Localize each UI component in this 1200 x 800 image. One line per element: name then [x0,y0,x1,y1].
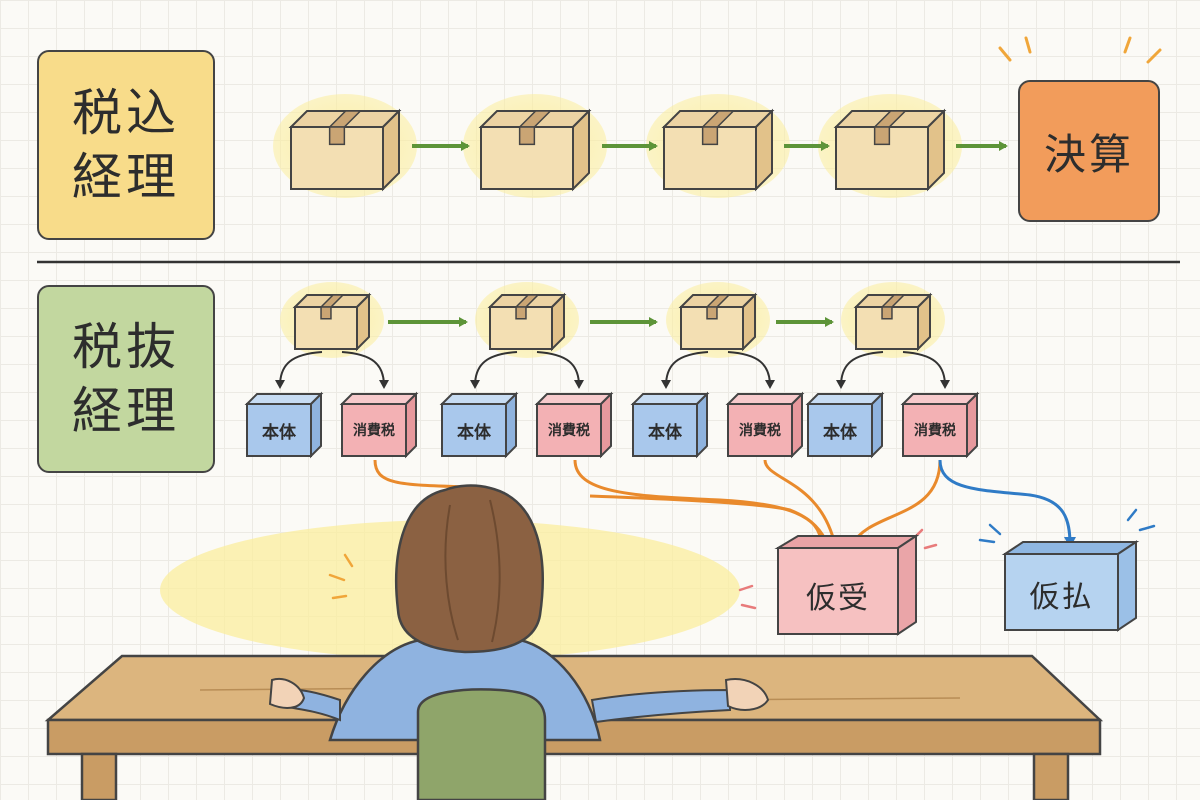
split-arrow [661,351,709,389]
person-at-desk [268,484,770,800]
tax-included-label: 税込 経理 [37,50,215,240]
consumption-tax-box [725,391,805,459]
bin-paid [1001,540,1140,632]
settlement-label: 決算 [1043,129,1134,179]
tax-included-flow [273,94,1008,198]
principal-box [805,391,885,459]
cardboard-box-icon [833,108,947,192]
tax-included-label-line2: 経理 [72,148,180,206]
consumption-tax-box [339,391,419,459]
split-arrow [341,351,389,389]
blue-flow-arrow [938,459,1076,548]
sparkle-icon [328,553,354,600]
tax-excluded-label-line1: 税抜 [72,318,180,376]
sparkle-icon [978,508,1156,544]
bin-received [774,534,920,636]
split-arrow [902,351,950,389]
tax-excluded-label: 税抜 経理 [37,285,215,473]
sparkle-icon [998,36,1162,64]
principal-box [630,391,710,459]
cardboard-box-icon [487,292,567,352]
cardboard-box-icon [661,108,775,192]
tax-included-label-line1: 税込 [72,84,180,142]
cardboard-box-icon [478,108,592,192]
split-arrow [727,351,775,389]
cardboard-box-icon [288,108,402,192]
consumption-tax-box [534,391,614,459]
tax-excluded-label-line2: 経理 [72,382,180,440]
cardboard-box-icon [853,292,933,352]
principal-box [244,391,324,459]
cardboard-box-icon [292,292,372,352]
settlement-box: 決算 [1018,80,1160,222]
split-arrow [470,351,518,389]
orange-flow-arrows [373,459,942,548]
principal-box [439,391,519,459]
cardboard-box-icon [678,292,758,352]
split-arrow [536,351,584,389]
split-arrow [275,351,323,389]
split-arrow [836,351,884,389]
tax-excluded-flow [244,282,980,459]
consumption-tax-box [900,391,980,459]
